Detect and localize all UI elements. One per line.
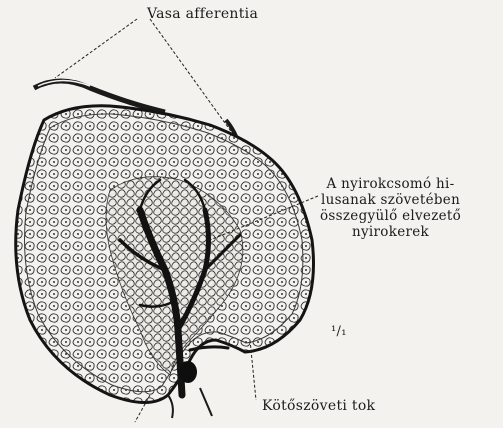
hilus-vessel [179,361,197,383]
capsule-label: Kötőszöveti tok [262,398,375,414]
hilus-line-2: lusanak szövetében [320,192,461,208]
leader-line-left [55,19,137,78]
hilus-line-3: összegyülő elvezető [320,208,461,224]
hilus-line-4: nyirokerek [320,224,461,240]
hilus-line-1: A nyirokcsomó hi- [320,176,461,192]
vasa-afferentia-label: Vasa afferentia [147,6,258,22]
scale-label: ¹/₁ [331,324,347,340]
hilus-efferent-label: A nyirokcsomó hi- lusanak szövetében öss… [320,176,461,240]
